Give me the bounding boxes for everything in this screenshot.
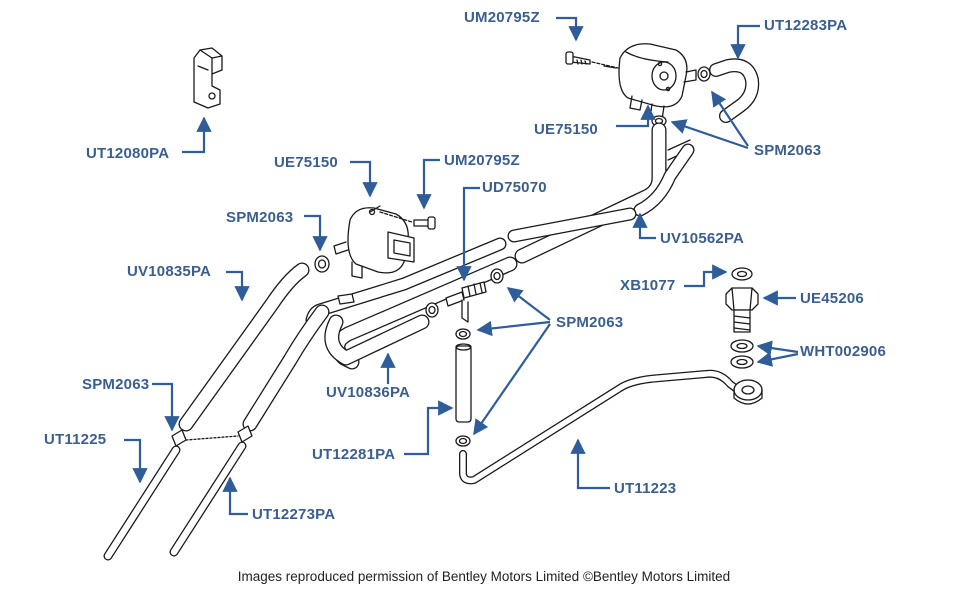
label-ut12281pa[interactable]: UT12281PA [312,446,396,463]
arrow-spm2063-top-b [670,119,749,150]
hose-uv10835pa [178,262,310,432]
arrow-spm2063-left [304,214,328,252]
label-wht002906[interactable]: WHT002906 [800,343,887,360]
label-ue75150-top[interactable]: UE75150 [534,121,598,138]
arrow-ut12273pa [222,476,248,516]
hose-uv10836pa [324,314,430,366]
arrow-ut11223 [570,438,610,490]
pump-ue75150-left [333,205,436,279]
bracket-ut12080pa [193,47,223,109]
arrow-ut12281pa [404,400,454,456]
pump-ue75150-top [565,43,697,121]
label-spm2063-top[interactable]: SPM2063 [754,142,822,159]
label-ut11223[interactable]: UT11223 [614,480,677,497]
arrow-xb1077 [684,264,728,288]
hose-left-second [242,304,330,432]
label-ut11225[interactable]: UT11225 [44,431,107,448]
arrow-ue75150-top [616,104,656,128]
label-ut12080pa[interactable]: UT12080PA [86,145,170,162]
arrow-uv10562pa [632,212,656,240]
label-uv10836pa[interactable]: UV10836PA [326,384,411,401]
label-ut12283pa[interactable]: UT12283PA [764,17,848,34]
label-uv10562pa[interactable]: UV10562PA [660,230,745,247]
pipe-ut11223 [459,369,763,485]
label-ue75150-left[interactable]: UE75150 [274,154,338,171]
arrow-spm2063-mid-c [473,323,551,436]
arrow-ut12080pa [182,116,212,154]
label-uv10835pa[interactable]: UV10835PA [127,263,212,280]
label-ut12273pa[interactable]: UT12273PA [252,506,336,523]
label-spm2063-mid[interactable]: SPM2063 [556,314,624,331]
arrow-ut12283pa [730,24,760,60]
arrow-spm2063-bottom [152,382,180,432]
arrow-um20795z-left [416,158,440,210]
copyright-footer: Images reproduced permission of Bentley … [237,569,731,584]
label-um20795z-left[interactable]: UM20795Z [444,152,520,169]
label-spm2063-bottom[interactable]: SPM2063 [82,376,150,393]
arrow-wht002906-b [756,351,799,367]
connector-ud75070 [425,268,504,323]
label-xb1077[interactable]: XB1077 [620,277,676,294]
label-spm2063-left[interactable]: SPM2063 [226,209,294,226]
pipe-ut12273pa [169,441,247,557]
banjo-fittings [725,267,759,369]
label-ue45206[interactable]: UE45206 [800,290,864,307]
arrow-ue75150-left [350,160,378,198]
hose-ut12281pa [455,343,472,423]
label-um20795z-top[interactable]: UM20795Z [464,9,540,26]
arrow-ut11225 [124,438,148,484]
arrow-wht002906-a [756,340,799,356]
arrow-ud75070 [456,186,480,282]
arrow-spm2063-top-a [711,90,749,147]
arrow-um20795z-top [556,16,584,42]
pipe-ut11225 [103,445,181,561]
arrow-uv10835pa [226,270,250,302]
arrow-spm2063-mid-a [506,287,551,321]
label-ud75070[interactable]: UD75070 [482,179,547,196]
arrow-spm2063-mid-b [476,320,551,337]
